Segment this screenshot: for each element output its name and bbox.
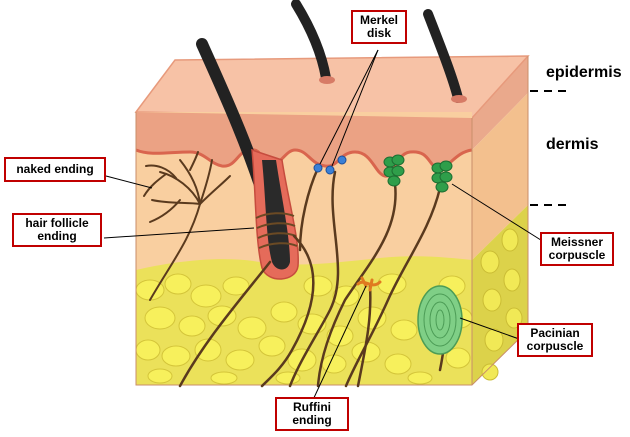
meissner-label-line-1: Meissner (550, 235, 604, 249)
hair-follicle-label-line-1: hair follicle (25, 216, 89, 230)
naked-ending-label: naked ending (4, 157, 106, 182)
ruffini-ending-label: Ruffini ending (275, 397, 349, 431)
nerve-fibres (178, 166, 448, 388)
ruffini-ending (356, 276, 382, 292)
merkel-disks (313, 155, 347, 175)
epidermis-label: epidermis (546, 64, 622, 81)
meissner-corpuscles (383, 154, 453, 193)
hair-pore-middle (319, 76, 335, 84)
dermis-side-face (472, 93, 528, 260)
pacinian-label-line-1: Pacinian (530, 326, 580, 340)
label-leaders (103, 49, 545, 403)
pacinian-corpuscle-label: Pacinian corpuscle (517, 323, 593, 357)
hair-shaft-middle (291, 0, 331, 83)
meissner-label-line-2: corpuscle (548, 248, 606, 262)
block-outline (135, 56, 529, 386)
epidermis-side-face (472, 56, 528, 150)
ruffini-label-line-1: Ruffini (293, 400, 331, 414)
naked-label-line-1: naked ending (16, 162, 94, 176)
fat-cells (135, 273, 473, 385)
hair-pore-right (451, 95, 467, 103)
epidermis-top-face (136, 56, 528, 118)
merkel-label-line-2: disk (366, 26, 391, 40)
hair-follicle-label-line-2: ending (37, 229, 77, 243)
merkel-disk-label: Merkel disk (351, 10, 407, 44)
hair-shaft-right (423, 9, 463, 103)
meissner-corpuscle-label: Meissner corpuscle (540, 232, 614, 266)
naked-nerve-ending (143, 151, 231, 301)
ruffini-label-line-2: ending (292, 413, 332, 427)
pacinian-corpuscle (417, 285, 463, 355)
merkel-label-line-1: Merkel (359, 13, 399, 27)
pacinian-label-line-2: corpuscle (526, 339, 584, 353)
hair-follicle-ending-label: hair follicle ending (12, 213, 102, 247)
epidermis-basal-line (135, 148, 473, 178)
fat-side-cells (480, 228, 523, 381)
hair-root (262, 160, 290, 270)
dermis-label: dermis (546, 136, 599, 153)
